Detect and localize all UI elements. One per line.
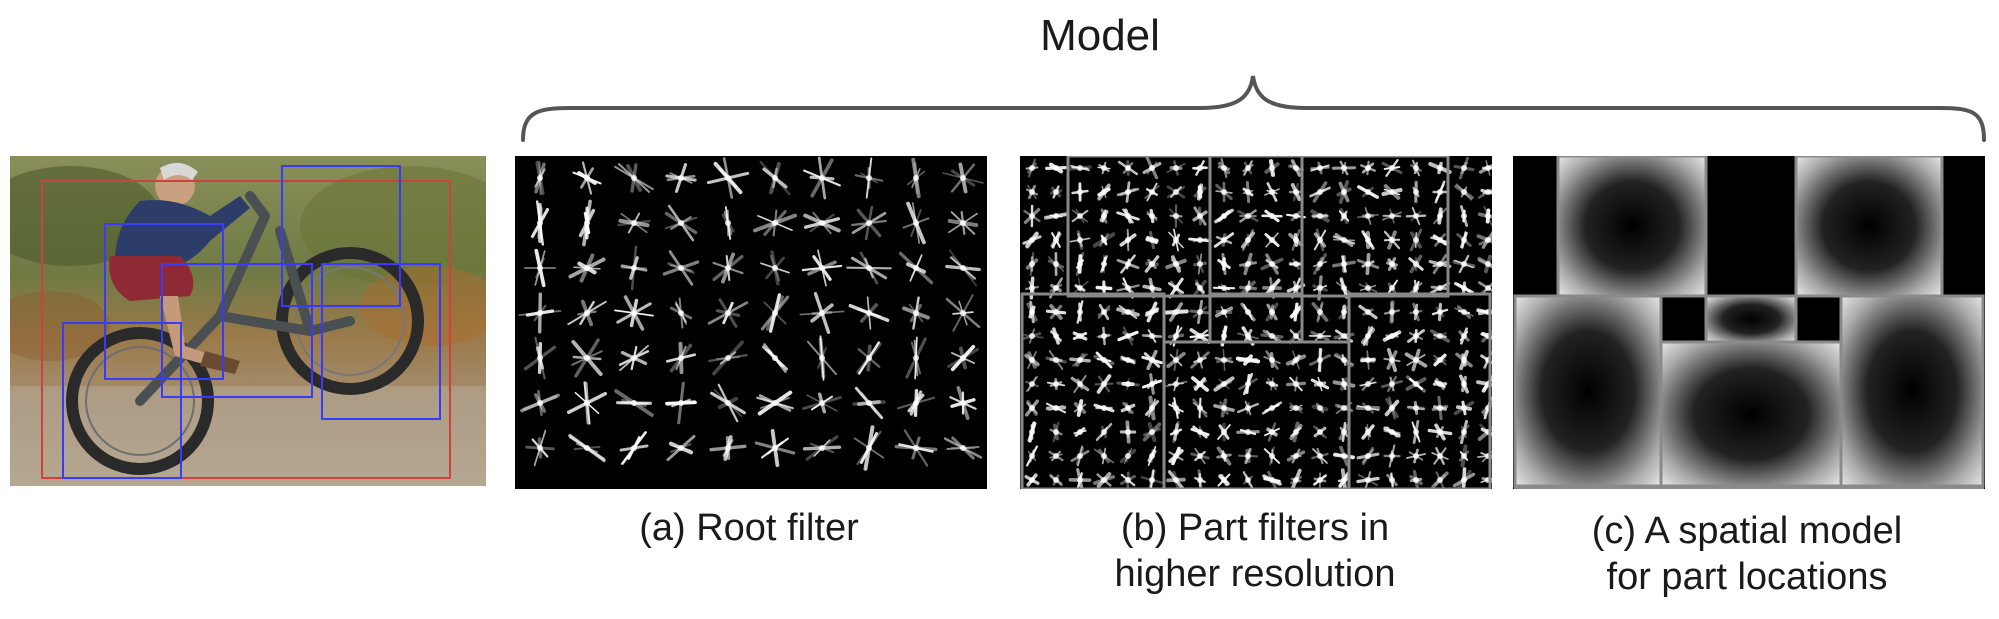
caption-part-filters-line2: higher resolution <box>1114 553 1396 595</box>
caption-part-filters: (b) Part filters in higher resolution <box>1020 505 1490 597</box>
part-filters-visualization <box>1020 156 1492 489</box>
cyclist-photo <box>10 156 486 486</box>
caption-part-filters-line1: (b) Part filters in <box>1120 507 1390 549</box>
model-brace <box>521 75 1986 142</box>
figure-title: Model <box>1040 11 1160 60</box>
spatial-model-visualization <box>1513 156 1985 489</box>
caption-root-filter: (a) Root filter <box>639 507 859 549</box>
caption-spatial-line2: for part locations <box>1606 556 1888 598</box>
caption-spatial-model: (c) A spatial model for part locations <box>1512 508 1982 600</box>
caption-spatial-line1: (c) A spatial model <box>1591 510 1903 552</box>
root-filter-visualization <box>515 156 987 489</box>
